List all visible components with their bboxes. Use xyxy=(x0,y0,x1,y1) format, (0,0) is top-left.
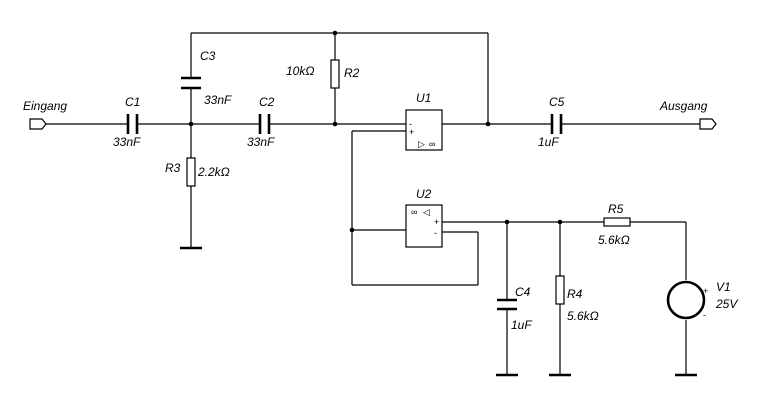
output-port-label: Ausgang xyxy=(659,99,708,113)
c2-value: 33nF xyxy=(247,135,275,149)
u1-infinity-icon: ∞ xyxy=(429,139,435,149)
u2-triangle-icon: ◁ xyxy=(423,207,430,217)
opamp-u1: - + ▷ ∞ U1 xyxy=(405,91,443,151)
c3-ref: C3 xyxy=(200,49,216,63)
u2-ref: U2 xyxy=(416,187,432,201)
c4-value: 1uF xyxy=(511,318,532,332)
opamp-u2: ∞ ◁ + - U2 xyxy=(405,187,443,248)
r3-ref: R3 xyxy=(165,161,181,175)
v1-value: 25V xyxy=(715,297,738,311)
u2-minus-label: - xyxy=(434,228,437,238)
junction-dots xyxy=(188,30,563,233)
capacitor-c5: C5 1uF xyxy=(538,95,565,149)
resistor-r4: R4 5.6kΩ xyxy=(555,275,599,323)
voltage-source-v1: + - V1 25V xyxy=(666,280,738,320)
c2-ref: C2 xyxy=(259,95,275,109)
junction-u1-out xyxy=(485,121,491,127)
input-port-label: Eingang xyxy=(23,99,67,113)
junction-c1-c2 xyxy=(188,121,194,127)
ground-symbols xyxy=(180,246,697,377)
resistor-r2: R2 10kΩ xyxy=(286,59,360,89)
c5-ref: C5 xyxy=(549,95,565,109)
resistor-r3: R3 2.2kΩ xyxy=(165,157,230,187)
r3-value: 2.2kΩ xyxy=(197,165,230,179)
v1-ref: V1 xyxy=(716,280,731,294)
c3-value: 33nF xyxy=(204,93,232,107)
capacitor-c4: C4 1uF xyxy=(497,285,532,332)
junction-r4 xyxy=(557,219,563,225)
c1-value: 33nF xyxy=(113,135,141,149)
input-port-arrow-icon xyxy=(29,118,47,130)
u1-ref: U1 xyxy=(416,91,431,105)
c4-ref: C4 xyxy=(515,285,531,299)
junction-u2-out xyxy=(349,227,355,233)
junction-c4 xyxy=(504,219,510,225)
r5-ref: R5 xyxy=(608,202,624,216)
capacitor-c1: C1 33nF xyxy=(113,95,141,149)
r2-value: 10kΩ xyxy=(286,64,314,78)
junction-r2-bottom xyxy=(332,121,338,127)
output-port: Ausgang xyxy=(659,99,717,130)
c1-ref: C1 xyxy=(125,95,140,109)
wires xyxy=(46,32,700,375)
u1-plus-label: + xyxy=(409,127,414,137)
r5-value: 5.6kΩ xyxy=(598,233,630,247)
u1-minus-label: - xyxy=(409,119,412,129)
r2-ref: R2 xyxy=(344,66,360,80)
v1-minus-label: - xyxy=(703,310,706,320)
r4-value: 5.6kΩ xyxy=(567,309,599,323)
r4-ref: R4 xyxy=(567,287,583,301)
u2-infinity-icon: ∞ xyxy=(411,207,417,217)
v1-plus-label: + xyxy=(703,286,708,296)
capacitor-c3: C3 33nF xyxy=(181,49,232,107)
junction-r2-top xyxy=(332,30,338,36)
resistor-r5: R5 5.6kΩ xyxy=(598,202,631,247)
u2-plus-label: + xyxy=(434,217,439,227)
output-port-arrow-icon xyxy=(699,118,717,130)
voltage-source-icon xyxy=(666,280,706,320)
input-port: Eingang xyxy=(23,99,67,130)
c5-value: 1uF xyxy=(538,135,559,149)
u1-triangle-icon: ▷ xyxy=(418,139,425,149)
capacitor-c2: C2 33nF xyxy=(247,95,275,149)
